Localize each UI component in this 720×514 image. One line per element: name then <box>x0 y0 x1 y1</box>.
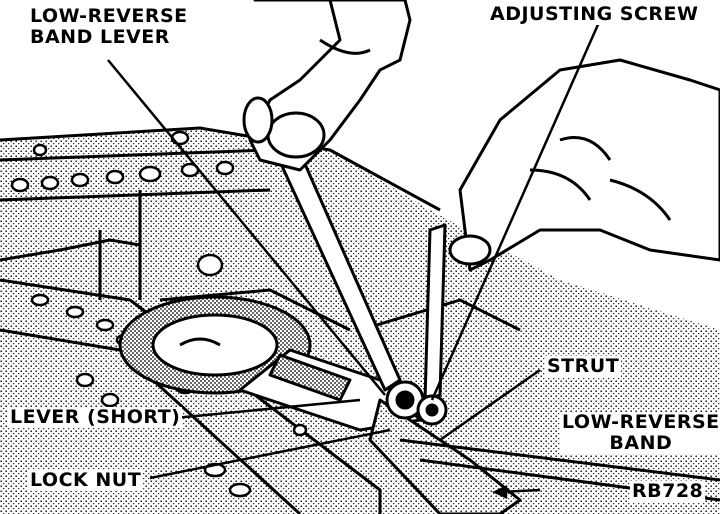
label-lever-short: LEVER (SHORT) <box>8 406 183 428</box>
label-line: LEVER (SHORT) <box>10 406 181 428</box>
label-line: ADJUSTING SCREW <box>490 3 699 25</box>
label-line: RB728 <box>632 480 704 502</box>
label-line: LOW-REVERSE <box>562 411 720 433</box>
left-hand <box>242 0 412 172</box>
label-line: STRUT <box>547 355 620 377</box>
label-line: LOW-REVERSE <box>30 5 188 27</box>
adjusting-tool <box>416 223 448 426</box>
label-adjusting-screw: ADJUSTING SCREW <box>488 4 701 25</box>
leader-lines <box>107 19 602 499</box>
drum-bore <box>118 295 312 395</box>
figure-code: RB728 <box>630 480 706 502</box>
label-low-reverse-band: LOW-REVERSE BAND <box>560 412 720 454</box>
label-strut: STRUT <box>545 355 622 377</box>
right-hand <box>448 58 720 272</box>
label-line: BAND LEVER <box>30 26 170 48</box>
label-line: LOCK NUT <box>30 469 142 491</box>
label-low-reverse-band-lever: LOW-REVERSE BAND LEVER <box>28 6 190 48</box>
label-line: BAND <box>609 432 673 454</box>
rail-bolt-holes <box>10 130 235 277</box>
label-lock-nut: LOCK NUT <box>28 469 144 491</box>
